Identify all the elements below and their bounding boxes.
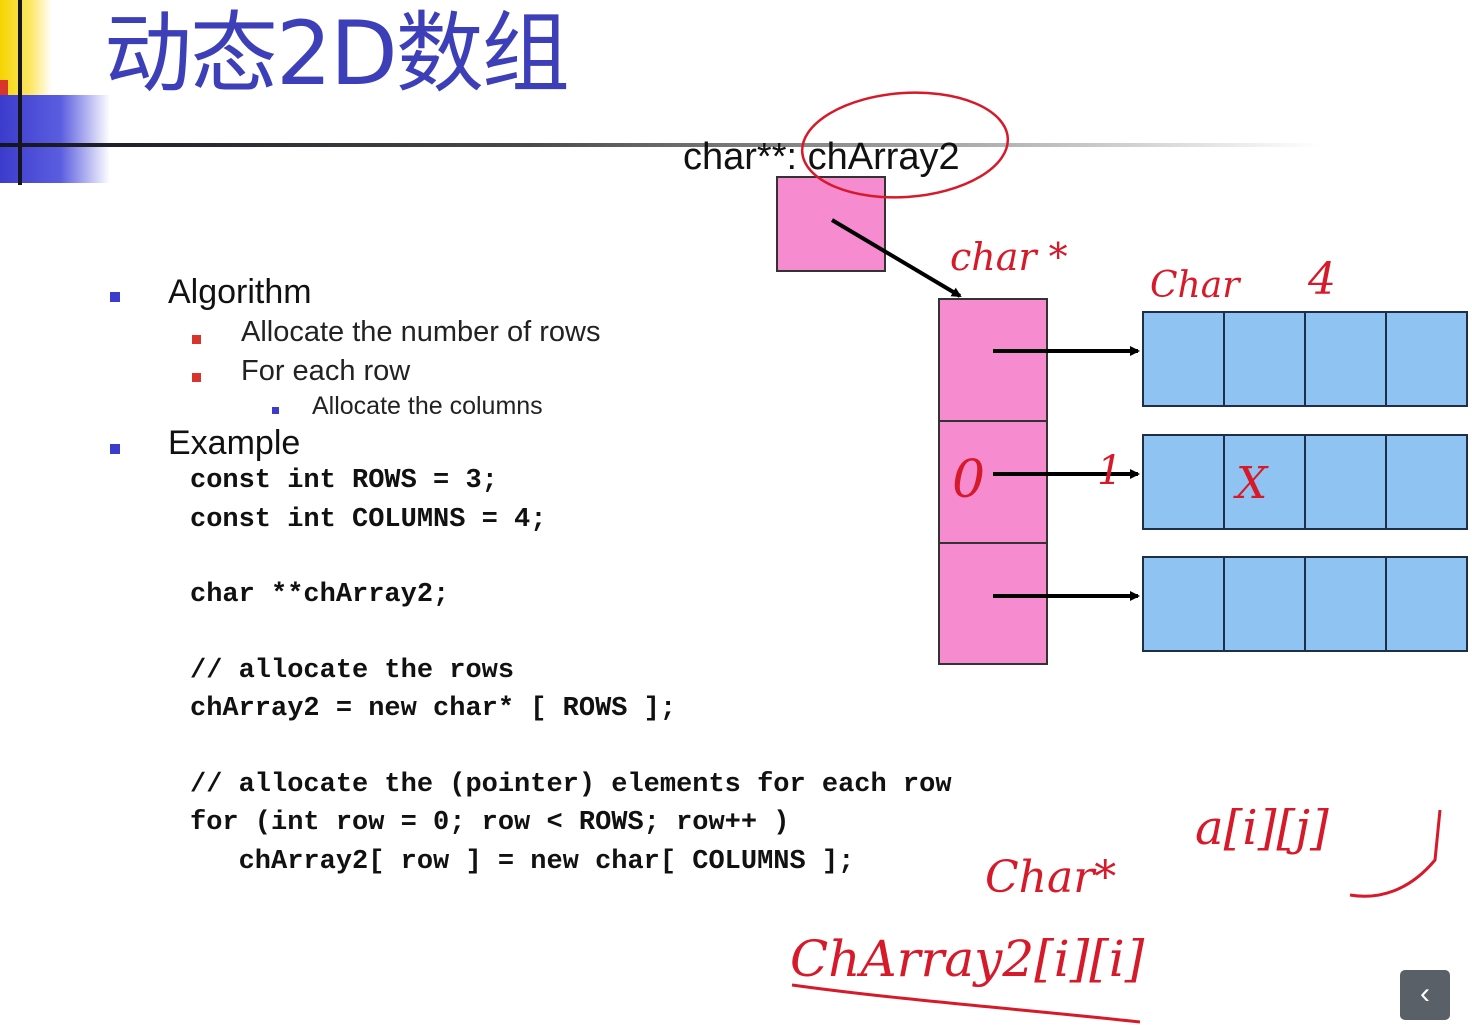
array-cell [1385, 556, 1468, 652]
bullet-square-icon [192, 335, 201, 344]
annotation-one: 1 [1097, 448, 1123, 494]
annotation-char-star-top: char * [950, 235, 1068, 279]
annotation-x-mark: X [1236, 458, 1268, 509]
array-cell [1385, 311, 1468, 407]
array-cell [1223, 311, 1306, 407]
annotation-zero: 0 [952, 450, 986, 510]
code-line: char **chArray2; [190, 580, 450, 610]
annotation-charray-index: ChArray2[i][i] [790, 930, 1145, 988]
slide-title: 动态2D数组 [104, 2, 570, 105]
previous-slide-button[interactable]: ‹ [1400, 970, 1450, 1020]
bullet-square-icon [192, 373, 201, 382]
code-line: // allocate the (pointer) elements for e… [190, 770, 952, 800]
annotation-circle [800, 91, 1010, 199]
bullet-for-each-row: For each row [241, 355, 411, 387]
bullet-allocate-rows: Allocate the number of rows [241, 316, 601, 348]
bullet-square-icon [110, 444, 120, 454]
annotation-a-index: a[i][j] [1195, 800, 1329, 856]
row-pointer-cell [938, 542, 1048, 665]
code-line: for (int row = 0; row < ROWS; row++ ) [190, 808, 790, 838]
annotation-char-star-bottom: Char* [985, 852, 1117, 903]
code-line: const int ROWS = 3; [190, 466, 498, 496]
code-line: chArray2[ row ] = new char[ COLUMNS ]; [190, 847, 855, 877]
annotation-underline [791, 983, 1141, 1024]
header-vertical-rule [18, 0, 22, 185]
code-line: const int COLUMNS = 4; [190, 505, 547, 535]
annotation-four: 4 [1308, 254, 1336, 305]
array-cell [1385, 434, 1468, 530]
array-cell [1142, 311, 1225, 407]
pointer-variable-label: char**: chArray2 [683, 136, 960, 178]
pointer-variable-box [776, 176, 886, 272]
header-horizontal-rule [0, 143, 1320, 147]
bullet-square-icon [272, 407, 279, 414]
array-cell [1223, 556, 1306, 652]
bullet-allocate-columns: Allocate the columns [312, 392, 543, 420]
array-cell [1223, 434, 1306, 530]
pointer-arrow [830, 218, 962, 298]
code-line: // allocate the rows [190, 656, 515, 686]
bullet-algorithm: Algorithm [168, 273, 312, 311]
bullet-square-icon [110, 292, 120, 302]
code-line: chArray2 = new char* [ ROWS ]; [190, 694, 677, 724]
array-cell [1304, 556, 1387, 652]
row-pointer-cell [938, 298, 1048, 422]
bullet-example: Example [168, 424, 301, 462]
annotation-bracket [1349, 809, 1442, 898]
chevron-left-icon: ‹ [1420, 977, 1430, 1010]
annotation-char: Char [1150, 265, 1240, 306]
